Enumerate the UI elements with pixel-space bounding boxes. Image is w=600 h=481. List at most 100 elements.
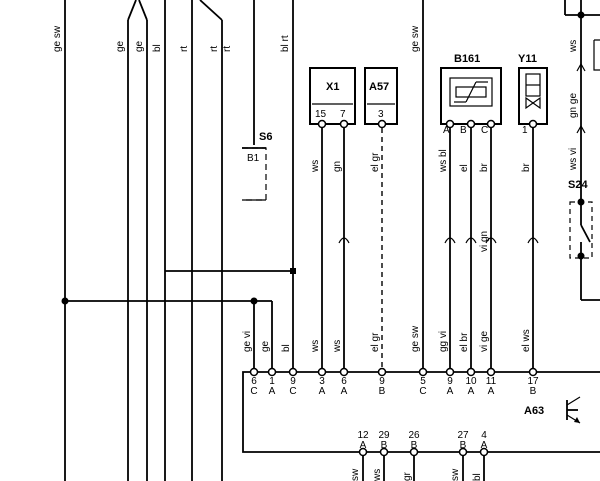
a63-bottom-pin-letter: B bbox=[411, 440, 418, 451]
bottom-label-2: gr bbox=[402, 471, 413, 481]
x1-label: X1 bbox=[326, 81, 339, 93]
x1-pin-7: 7 bbox=[340, 109, 346, 120]
a63-bottom-pin-letter: B bbox=[460, 440, 467, 451]
a63-top-pin: 17B bbox=[527, 367, 539, 397]
b161-label: B161 bbox=[454, 53, 480, 65]
a57-box bbox=[364, 67, 398, 125]
left-bus-wires bbox=[64, 0, 223, 481]
a63-bottom-pin-letter: A bbox=[360, 440, 367, 451]
mid-label-vi-gn: vi gn bbox=[479, 231, 490, 252]
a63-top-pin-number: 9 bbox=[379, 376, 385, 387]
a63-top-pin-letter: A bbox=[269, 386, 276, 397]
a63-top-pin: 6C bbox=[249, 367, 259, 397]
wire-label-w6: rt bbox=[209, 46, 220, 52]
wire-label-w3: ge bbox=[134, 40, 145, 52]
a63-bottom-pin: 12A bbox=[357, 430, 369, 481]
x1-pin-15: 15 bbox=[315, 109, 327, 120]
a63-top-pin: 9C bbox=[288, 367, 298, 397]
a63-bottom-pin: 26B bbox=[408, 430, 420, 481]
a63-bottom-pin: 4A bbox=[479, 430, 489, 481]
a63-top-pin-letter: A bbox=[488, 386, 495, 397]
component-a57: A57 3 bbox=[364, 67, 398, 372]
a63-bottom-pin-number: 12 bbox=[357, 430, 369, 441]
junction-bars bbox=[61, 268, 296, 372]
wire-label-w12: ws vi bbox=[568, 148, 579, 171]
mid-label-ws: ws bbox=[310, 160, 321, 173]
s24-label: S24 bbox=[568, 179, 588, 191]
low-label-1: ge bbox=[260, 340, 271, 352]
mid-label-br: br bbox=[479, 162, 490, 172]
a63-bottom-pin: 29B bbox=[378, 430, 390, 481]
bottom-label-0: sw bbox=[350, 468, 361, 481]
b161-pin-a: A bbox=[443, 125, 450, 136]
a63-label: A63 bbox=[524, 405, 544, 417]
mid-label-el: el bbox=[459, 164, 470, 172]
wire-label-w9: ge sw bbox=[410, 25, 421, 52]
a57-pin-3: 3 bbox=[378, 109, 384, 120]
a63-top-pin-letter: A bbox=[447, 386, 454, 397]
a63-bottom-pin-number: 27 bbox=[457, 430, 469, 441]
a63-bottom-pin: 27B bbox=[457, 430, 469, 481]
b161-pin-c: C bbox=[481, 125, 488, 136]
mid-label-br-2: br bbox=[521, 162, 532, 172]
a63-top-pin: 9A bbox=[445, 367, 455, 397]
component-b161: B161 A B C bbox=[440, 53, 502, 372]
a63-top-pin-letter: C bbox=[289, 386, 296, 397]
a63-top-pin: 11A bbox=[486, 367, 497, 397]
s6-label: S6 bbox=[259, 131, 272, 143]
bottom-label-4: bl bbox=[472, 473, 483, 481]
a63-top-pin-number: 17 bbox=[527, 376, 539, 387]
junction-dot bbox=[61, 297, 69, 305]
a63-bottom-pin-number: 4 bbox=[481, 430, 487, 441]
bottom-label-3: sw bbox=[450, 468, 461, 481]
wire-label-w8: bl rt bbox=[280, 35, 291, 52]
y11-pin-1: 1 bbox=[522, 125, 528, 136]
a63-bottom-pin-number: 29 bbox=[378, 430, 390, 441]
a63-top-pin: 10A bbox=[465, 367, 477, 397]
low-label-8: el br bbox=[459, 332, 470, 352]
mid-wire-labels: ws gn el gr ws bl el br vi gn br bbox=[310, 149, 532, 252]
a63-top-pin: 6A bbox=[339, 367, 349, 397]
b161-pin-b: B bbox=[460, 125, 467, 136]
a63-top-pin-letter: B bbox=[379, 386, 386, 397]
top-wire-labels: ge sw ge ge bl rt rt rt bl rt ge sw ws g… bbox=[52, 25, 579, 171]
mid-label-ws-bl: ws bl bbox=[438, 149, 449, 173]
a63-top-pin-number: 10 bbox=[465, 376, 477, 387]
b161-box bbox=[440, 67, 502, 125]
low-label-7: gg vi bbox=[438, 331, 449, 352]
a63-top-pin: 5C bbox=[418, 367, 428, 397]
wire-label-w7: rt bbox=[222, 46, 233, 52]
a63-top-pin-number: 11 bbox=[486, 376, 497, 387]
low-label-3: ws bbox=[310, 340, 321, 353]
mid-label-gn: gn bbox=[332, 161, 343, 172]
b161-sensor-icon bbox=[449, 77, 493, 107]
y11-label: Y11 bbox=[518, 53, 537, 65]
wire-label-w1: ge sw bbox=[52, 25, 63, 52]
a63-bottom-pin-letter: A bbox=[481, 440, 488, 451]
low-label-0: ge vi bbox=[242, 331, 253, 352]
a63-top-pin-letter: C bbox=[419, 386, 426, 397]
component-s6: S6 B1 bbox=[242, 0, 294, 372]
a63-top-pin: 3A bbox=[317, 367, 327, 397]
low-label-2: bl bbox=[281, 344, 292, 352]
wire-label-w2: ge bbox=[115, 40, 126, 52]
lower-wire-labels: ge vi ge bl ws ws el gr ge sw gg vi el b… bbox=[242, 325, 532, 353]
a63-top-pin-letter: A bbox=[341, 386, 348, 397]
a63-top-pin-letter: A bbox=[319, 386, 326, 397]
wire-crossings bbox=[338, 237, 539, 244]
junction-dot bbox=[250, 297, 258, 305]
component-y11: Y11 1 bbox=[518, 53, 548, 372]
component-x1: X1 15 7 bbox=[309, 67, 356, 372]
component-s24: S24 bbox=[564, 0, 600, 301]
bottom-wire-labels: sw ws gr sw bl bbox=[350, 468, 483, 481]
bottom-label-1: ws bbox=[372, 469, 383, 481]
a63-bottom-pin-letter: B bbox=[381, 440, 388, 451]
a63-bottom-pin-number: 26 bbox=[408, 430, 420, 441]
a63-top-pin: 9B bbox=[377, 367, 387, 397]
x1-box bbox=[309, 67, 356, 125]
a63-top-pin-number: 1 bbox=[269, 376, 275, 387]
transistor-icon bbox=[566, 396, 581, 424]
